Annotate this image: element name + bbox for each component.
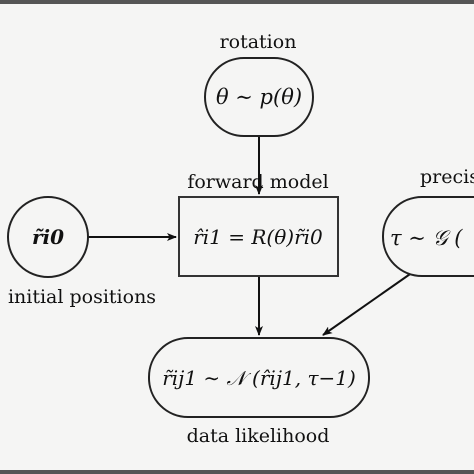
- data-likelihood-label: data likelihood: [187, 425, 330, 447]
- precision-expr: τ ∼ 𝒢 (: [390, 226, 463, 250]
- top-border: [0, 0, 474, 4]
- bottom-border: [0, 470, 474, 474]
- edge-precision-likelihood: [322, 271, 414, 336]
- precision-label: precis: [420, 166, 474, 188]
- precision-node: [382, 196, 474, 277]
- initial-positions-node: [7, 196, 89, 278]
- forward-model-expr: r̂i1 = R(θ)r̃i0: [193, 225, 323, 249]
- initial-positions-label: initial positions: [8, 286, 156, 308]
- forward-model-node: [178, 196, 339, 277]
- forward-model-label: forward model: [187, 171, 328, 193]
- rotation-label: rotation: [220, 31, 297, 53]
- rotation-node: [204, 57, 314, 137]
- rotation-expr: θ ∼ p(θ): [216, 85, 302, 109]
- data-likelihood-expr: r̃ij1 ∼ 𝒩 (r̂ij1, τ−1): [162, 366, 356, 390]
- data-likelihood-node: [148, 337, 370, 418]
- initial-positions-expr: r̃i0: [32, 225, 64, 249]
